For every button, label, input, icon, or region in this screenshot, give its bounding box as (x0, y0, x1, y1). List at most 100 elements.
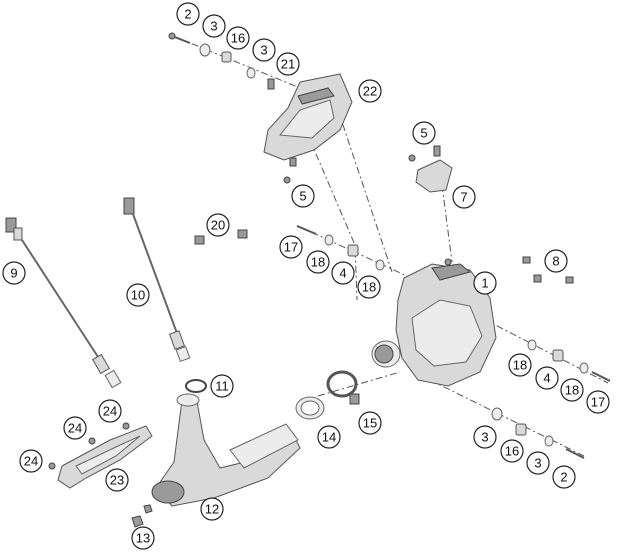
grommet-right (552, 349, 564, 362)
callout-3: 3 (526, 451, 550, 475)
callout-label: 3 (260, 43, 267, 58)
callout-14: 14 (317, 425, 341, 449)
leader-left-bolt-axis (297, 225, 421, 283)
bolt-head-top (168, 32, 176, 40)
callout-label: 17 (591, 395, 605, 410)
nut-bracket (408, 154, 416, 162)
callout-label: 18 (513, 358, 527, 373)
callout-label: 4 (543, 371, 550, 386)
leader-gasket-axis (317, 371, 401, 397)
header-pipe-bend (151, 480, 185, 504)
callout-label: 2 (560, 470, 567, 485)
heat-shield-inner (279, 99, 335, 139)
callout-23: 23 (105, 468, 129, 492)
washer-left-1 (324, 234, 334, 246)
callout-label: 14 (322, 430, 336, 445)
callout-label: 23 (110, 473, 124, 488)
callout-label: 18 (362, 280, 376, 295)
callout-17: 17 (586, 390, 610, 414)
screw-24-a (88, 437, 96, 445)
callout-13: 13 (131, 526, 155, 550)
grommet-left (347, 244, 359, 257)
heat-guard (48, 422, 153, 489)
callout-label: 20 (211, 218, 225, 233)
callout-label: 15 (363, 416, 377, 431)
sensor-9-tip (104, 369, 122, 389)
callout-5: 5 (412, 121, 436, 145)
callout-label: 16 (231, 31, 245, 46)
callout-label: 10 (131, 288, 145, 303)
leader-lines (177, 37, 609, 457)
sensor-10-wire (132, 213, 179, 337)
sensor-9-wire (21, 239, 101, 361)
leader-top-bolt-axis (177, 37, 301, 89)
washer-lower-1 (491, 407, 503, 421)
leader-heatshield-down (309, 139, 358, 301)
bolt-lower (565, 448, 585, 459)
callout-label: 7 (460, 190, 467, 205)
callout-24: 24 (19, 449, 43, 473)
callout-12: 12 (200, 497, 224, 521)
mounting-bracket (408, 145, 453, 193)
callout-20: 20 (206, 213, 230, 237)
callout-label: 3 (534, 456, 541, 471)
clamp-and-gasket (295, 370, 360, 420)
callout-label: 4 (339, 266, 346, 281)
washer-right-1 (527, 339, 537, 351)
silencer-inlet-inner (374, 344, 394, 364)
callout-18: 18 (306, 250, 330, 274)
grommet-top (221, 51, 232, 63)
heat-guard-ribs (75, 435, 141, 475)
leader-lower-bolt-axis (429, 379, 585, 457)
heat-shield (263, 73, 353, 184)
heat-shield-rib (297, 87, 335, 105)
sensor-9-connector (5, 217, 17, 233)
callout-22: 22 (358, 79, 382, 103)
clip-8-c (565, 276, 574, 284)
screw-24-b (122, 422, 130, 430)
sensor-9-body (91, 353, 111, 375)
callout-label: 1 (481, 276, 488, 291)
bolt-left (296, 225, 317, 235)
exhaust-ring-11 (185, 379, 207, 393)
callout-16: 16 (226, 26, 250, 50)
callout-label: 16 (505, 444, 519, 459)
header-pipe (151, 393, 301, 507)
gasket-hole (300, 400, 320, 416)
callout-2: 2 (552, 465, 576, 489)
callout-8: 8 (544, 249, 568, 273)
callout-18: 18 (508, 353, 532, 377)
left-bolt-set (296, 225, 385, 271)
clip-20-a (194, 235, 205, 245)
callout-3: 3 (473, 425, 497, 449)
silencer-top-cap (431, 263, 472, 281)
callout-label: 24 (103, 404, 117, 419)
callout-3: 3 (202, 14, 226, 38)
callout-label: 17 (284, 240, 298, 255)
callout-label: 18 (311, 255, 325, 270)
callout-4: 4 (535, 366, 559, 390)
callout-label: 22 (363, 84, 377, 99)
nut-13-a (131, 515, 144, 528)
clamp-screw (349, 393, 360, 405)
callout-16: 16 (500, 439, 524, 463)
washer-right-2 (579, 362, 589, 374)
callout-21: 21 (276, 52, 300, 76)
sensor-10-connector (123, 197, 135, 215)
callout-1: 1 (473, 271, 497, 295)
leader-bracket-to-silencer (441, 184, 453, 263)
callout-18: 18 (560, 378, 584, 402)
washer-top-2 (246, 67, 256, 79)
clips-8 (522, 256, 574, 284)
callout-label: 11 (215, 379, 229, 394)
header-pipe-sleeve (229, 423, 299, 469)
bolt-right (591, 371, 611, 382)
clip-8-a (522, 256, 531, 264)
sensor-10-tip (175, 346, 191, 362)
leader-heatshield-to-silencer (337, 109, 393, 273)
callout-label: 21 (281, 57, 295, 72)
callout-4: 4 (331, 261, 355, 285)
callout-2: 2 (176, 2, 200, 26)
washer-left-2 (375, 259, 385, 271)
